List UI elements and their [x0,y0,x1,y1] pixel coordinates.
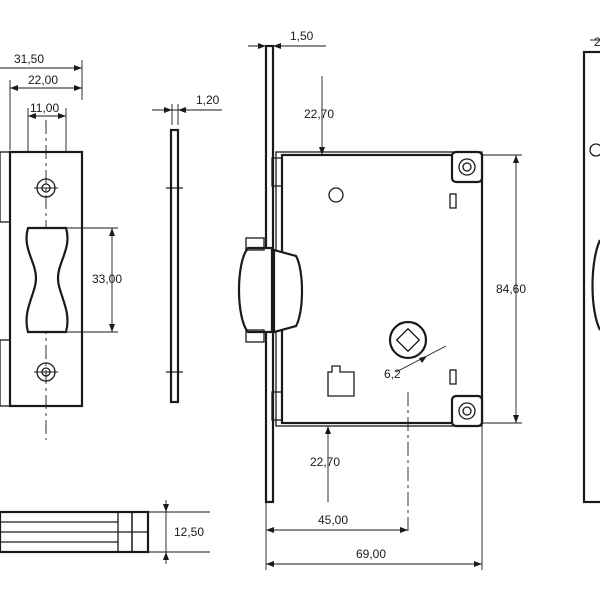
strike-opening-dimension [66,227,118,333]
faceplate-side-body [169,128,180,404]
lock-depth-label: 69,00 [356,547,386,561]
strike-width-overall-label: 31,50 [14,52,44,66]
lock-faceplate-thickness-label: 1,50 [290,29,314,43]
faceplate-thickness-label: 1,20 [196,93,220,107]
lock-faceplate-tab-bottom [271,391,283,421]
lock-bottom-offset-label: 22,70 [310,455,340,469]
strike-screw-hole-top [34,178,58,198]
lock-key-notch [327,365,355,397]
right-partial-view: 2 [582,35,600,504]
lock-case [280,153,484,425]
strike-width-mid-label: 22,00 [28,73,58,87]
lock-body-view: 1,50 22,70 [237,29,526,570]
lock-slot-bottom [449,369,457,385]
strike-screw-hole-bottom [34,362,58,382]
strike-plate-lip-bottom [0,339,11,407]
strike-width-inner-label: 11,00 [30,101,59,115]
lock-slot-top [449,193,457,209]
lock-mount-lug-top [450,150,484,184]
lock-height-label: 84,60 [496,282,526,296]
lock-spindle-size-label: 6,2 [384,367,401,381]
strike-plate-view: 31,50 22,00 11,00 33,00 [0,52,122,440]
strike-plate-lip-top [0,151,11,223]
strike-dimension-lines [0,60,83,160]
lock-latch-head [272,248,304,334]
lock-rivet-hole [328,187,344,203]
lock-mount-lug-bottom [450,394,484,428]
lock-faceplate-tab-top [271,157,283,187]
bottom-view: 12,50 [0,500,210,564]
lock-top-offset-label: 22,70 [304,107,334,121]
lock-spindle-hub [388,320,428,360]
lock-backset-label: 45,00 [318,513,348,527]
lock-latch-bolt [237,246,274,334]
faceplate-side-view: 1,20 [152,93,222,404]
bottom-view-thickness-label: 12,50 [174,525,204,539]
right-partial-dimension-fragment: 2 [594,35,600,49]
strike-opening-height-label: 33,00 [92,272,122,286]
